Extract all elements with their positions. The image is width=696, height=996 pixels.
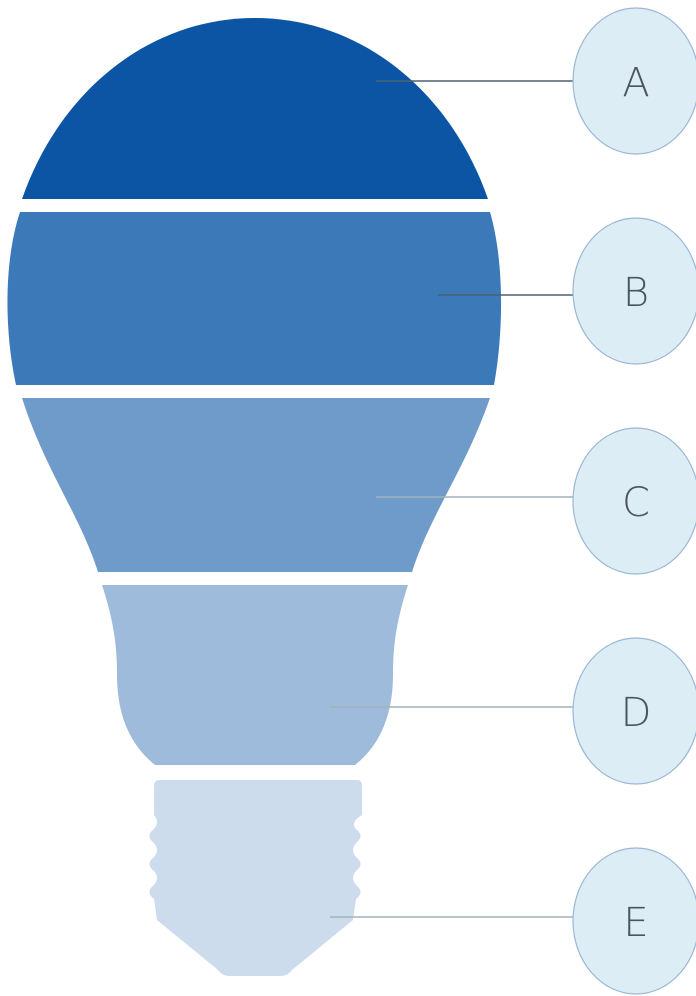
label-b-text: B [623, 270, 649, 316]
label-bubble-b: B [573, 218, 696, 364]
label-bubble-e: E [573, 848, 696, 994]
bulb-segment-a [22, 18, 488, 199]
label-bubble-a: A [573, 8, 696, 154]
label-e-text: E [623, 900, 648, 946]
label-d-text: D [621, 690, 652, 736]
bulb-segment-e [150, 780, 363, 976]
bulb-segment-c [22, 398, 490, 572]
label-a-text: A [622, 60, 649, 106]
label-bubble-d: D [573, 638, 696, 784]
label-c-text: C [622, 480, 650, 526]
bulb-segment-b [7, 212, 501, 385]
label-bubble-c: C [573, 428, 696, 574]
bulb-segment-d [102, 585, 408, 765]
